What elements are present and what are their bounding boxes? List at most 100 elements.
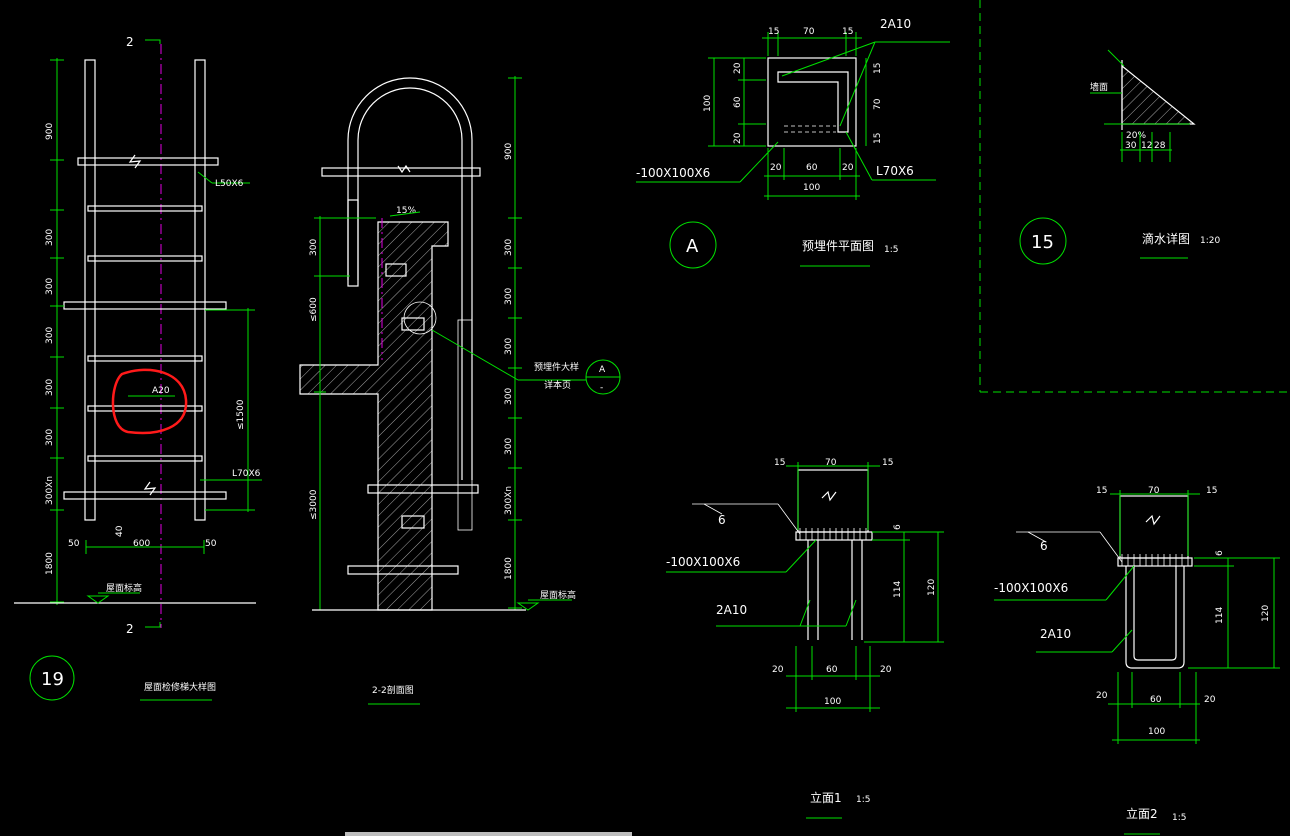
- drip-dim-30: 30: [1125, 141, 1137, 151]
- elev2-bar-inner: [1133, 566, 1177, 661]
- break-mark-bottom: [143, 481, 157, 496]
- section-mark-bottom: 2: [126, 622, 134, 636]
- detail-a-title: 预埋件平面图: [802, 239, 874, 253]
- elev2-bottom-60: 60: [1150, 695, 1162, 705]
- dim-1500: ≤1500: [236, 399, 246, 430]
- detail-a-scale: 1:5: [884, 245, 898, 255]
- detail-15-circle: [1019, 217, 1067, 265]
- dim-300-c: 300: [45, 327, 55, 344]
- detail-a-right-15a: 15: [873, 63, 883, 74]
- title-19: 屋面检修梯大样图: [144, 681, 216, 693]
- dim-300-b: 300: [45, 278, 55, 295]
- elev2-bottom-20a: 20: [1096, 691, 1108, 701]
- elevation-1: 15 70 15 6 -100X100X6 2A10 6 114 120 20 …: [666, 458, 944, 819]
- dim-300-r5: 300: [504, 438, 514, 455]
- drawing-19-ladder: 2 2: [14, 35, 262, 701]
- elev2-right-114: 114: [1215, 607, 1225, 624]
- detail-a-left-60: 60: [733, 96, 743, 108]
- elev2-top-15b: 15: [1206, 486, 1217, 496]
- elev2-bar-outer: [1125, 566, 1185, 669]
- drawing-2-2-section: 15% 预埋件大样 详本页 A - 300 ≤600 ≤3000: [299, 76, 621, 705]
- section-line-bottom: [145, 622, 161, 628]
- section-line-top: [145, 39, 161, 44]
- dim-300xn-right: 300Xn: [504, 486, 514, 515]
- detail-a-top-15a: 15: [768, 27, 779, 37]
- dim-300-r3: 300: [504, 338, 514, 355]
- detail-a-left-20a: 20: [733, 62, 743, 74]
- horizontal-scrollbar[interactable]: [345, 832, 632, 836]
- elev1-bar-label: 2A10: [716, 603, 747, 617]
- label-l50x6: L50X6: [215, 179, 244, 189]
- drip-slope: 20%: [1126, 131, 1146, 141]
- callout-line1: 预埋件大样: [534, 361, 579, 373]
- elev1-scale: 1:5: [856, 795, 870, 805]
- red-markup-circle[interactable]: [111, 368, 188, 435]
- section-mark-top: 2: [126, 35, 134, 49]
- elev1-right-6: 6: [893, 524, 903, 530]
- drip-section: [1121, 64, 1196, 125]
- dim-900-right: 900: [504, 143, 514, 160]
- dim-300-r1: 300: [504, 239, 514, 256]
- detail-a-bar: 2A10: [880, 17, 911, 31]
- dim-300-d: 300: [45, 379, 55, 396]
- elev1-top-15b: 15: [882, 458, 893, 468]
- ref-circle-a-sub: -: [600, 383, 603, 393]
- elev2-top-70: 70: [1148, 486, 1160, 496]
- elev1-bottom-20b: 20: [880, 665, 892, 675]
- dim-900: 900: [45, 123, 55, 140]
- roof-elevation-22: 屋面标高: [540, 589, 576, 601]
- elev2-plate-label: -100X100X6: [994, 581, 1068, 595]
- drip-dim-28: 28: [1154, 141, 1166, 151]
- elev2-bottom-100: 100: [1148, 727, 1165, 737]
- detail-a-bottom-60: 60: [806, 163, 818, 173]
- elev2-right-120: 120: [1261, 605, 1271, 622]
- elev1-right-120: 120: [927, 579, 937, 596]
- detail-a-plan: 15 70 15 2A10 100 20 60 20 15 70 15 20 6…: [636, 17, 950, 269]
- dim-300xn: 300Xn: [45, 476, 55, 505]
- elev1-weld: 6: [718, 513, 726, 527]
- detail-circle-19: [29, 655, 75, 701]
- detail-number-19: 19: [41, 669, 64, 690]
- dim-300-r2: 300: [504, 288, 514, 305]
- label-a20: A20: [152, 386, 170, 396]
- right-rail: [194, 59, 206, 521]
- detail-15-circle-text: 15: [1031, 232, 1054, 253]
- elev1-top-70: 70: [825, 458, 837, 468]
- detail-a-right-15b: 15: [873, 133, 883, 144]
- elev2-title: 立面2: [1126, 806, 1158, 821]
- wall-section: [299, 221, 449, 611]
- drip-dim-12: 12: [1141, 141, 1152, 151]
- elev1-studs: [799, 528, 867, 540]
- dim-3000-left: ≤3000: [309, 489, 319, 520]
- elev2-scale: 1:5: [1172, 813, 1186, 823]
- dim-40: 40: [115, 525, 125, 537]
- roof-elevation-19: 屋面标高: [106, 582, 142, 594]
- plate-plan: [767, 57, 857, 147]
- detail-a-top-15b: 15: [842, 27, 853, 37]
- elevation-2: 15 70 15 6 -100X100X6 2A10 6 114 120 20 …: [994, 486, 1280, 835]
- elev2-studs: [1121, 554, 1189, 566]
- dim-600: 600: [133, 539, 150, 549]
- elev1-bottom-100: 100: [824, 697, 841, 707]
- elev1-plate-label: -100X100X6: [666, 555, 740, 569]
- ladder-rungs: [63, 157, 227, 500]
- elev2-bottom-20b: 20: [1204, 695, 1216, 705]
- elev2-top-15a: 15: [1096, 486, 1107, 496]
- break-mark-top: [128, 154, 142, 169]
- detail-a-circle: [669, 221, 717, 269]
- hoop-inner: [357, 87, 463, 480]
- left-rail: [84, 59, 96, 521]
- dim-300-a: 300: [45, 229, 55, 246]
- dim-1800-right: 1800: [504, 557, 514, 580]
- hoop-band-top: [321, 167, 481, 177]
- drip-label-edge: 墙面: [1090, 81, 1108, 93]
- label-l70x6: L70X6: [232, 469, 261, 479]
- dim-300-e: 300: [45, 429, 55, 446]
- elev1-bars: [807, 540, 863, 640]
- dim-1800: 1800: [45, 552, 55, 575]
- elev1-bottom-20a: 20: [772, 665, 784, 675]
- detail-a-bottom-100: 100: [803, 183, 820, 193]
- elev2-bar-label: 2A10: [1040, 627, 1071, 641]
- dim-300-r4: 300: [504, 388, 514, 405]
